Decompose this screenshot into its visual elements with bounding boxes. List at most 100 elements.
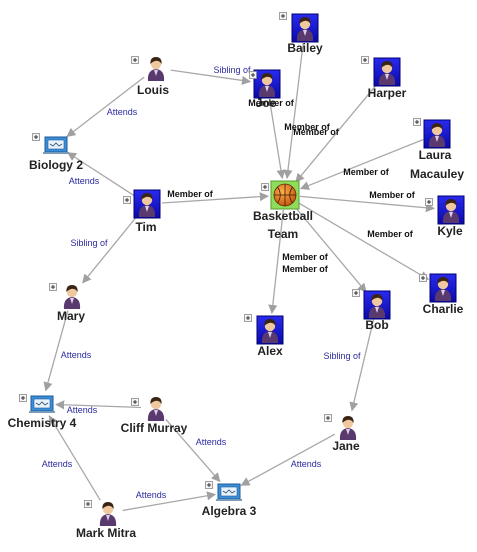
edge-label-mark-alg: Attends (136, 490, 167, 500)
node-label-cliff: Cliff Murray (121, 421, 188, 435)
expand-plus-icon[interactable] (123, 196, 131, 204)
node-label-louis: Louis (137, 83, 169, 97)
expand-plus-icon[interactable] (32, 133, 40, 141)
edge-mary-chem (43, 310, 69, 392)
person-icon (373, 57, 401, 87)
edge-cliff-chem (55, 400, 142, 410)
expand-plus-icon[interactable] (361, 56, 369, 64)
person-icon (253, 69, 281, 99)
course-icon (43, 136, 69, 154)
node-label-kyle: Kyle (437, 224, 463, 238)
node-chem[interactable]: Chemistry 4 (8, 394, 77, 431)
node-cliff[interactable]: Cliff Murray (121, 397, 188, 435)
person-icon (363, 290, 391, 320)
node-tim[interactable]: Tim (123, 189, 161, 234)
course-icon (216, 483, 242, 501)
node-label-tim: Tim (135, 220, 156, 234)
edge-louis-joe (170, 69, 252, 85)
node-bob[interactable]: Bob (352, 289, 391, 333)
expand-plus-icon[interactable] (352, 289, 360, 297)
edge-tim-team (161, 192, 269, 204)
node-label-harper: Harper (368, 86, 407, 100)
expand-plus-icon[interactable] (49, 283, 57, 291)
edge-label-louis-bio: Attends (107, 107, 138, 117)
edge-label-jane-alg: Attends (291, 459, 322, 469)
edge-label-bailey-team: Member of (284, 122, 331, 132)
edge-label-louis-joe: Sibling of (213, 65, 251, 75)
edge-label-mary-chem: Attends (61, 350, 92, 360)
edge-label-team-alex: Member of (282, 252, 329, 262)
edge-label-laura-team: Member of (343, 167, 390, 177)
node-louis[interactable]: Louis (131, 56, 170, 98)
node-label-alex: Alex (257, 344, 283, 358)
expand-plus-icon[interactable] (19, 394, 27, 402)
person-icon (437, 195, 465, 225)
node-jane[interactable]: Jane (324, 414, 360, 454)
expand-plus-icon[interactable] (205, 481, 213, 489)
node-bailey[interactable]: Bailey (279, 12, 324, 56)
edge-label-team-kyle: Member of (369, 190, 416, 200)
expand-plus-icon[interactable] (425, 198, 433, 206)
person-icon (429, 273, 457, 303)
person-icon (133, 189, 161, 219)
node-label-mary: Mary (57, 309, 85, 323)
edge-mark-alg (122, 491, 217, 512)
edge-team-charlie (297, 202, 430, 280)
basketball-icon (270, 180, 300, 210)
node-kyle[interactable]: Kyle (425, 195, 465, 238)
course-icon (29, 395, 55, 413)
node-bio[interactable]: Biology 2 (29, 133, 83, 173)
person-icon (99, 502, 117, 526)
edge-tim-bio (66, 152, 135, 197)
expand-plus-icon[interactable] (244, 314, 252, 322)
node-alg[interactable]: Algebra 3 (202, 481, 257, 519)
edge-label-cliff-alg: Attends (196, 437, 227, 447)
node-alex[interactable]: Alex (244, 314, 284, 359)
edge-label-team-charlie: Member of (367, 229, 414, 239)
edge-label-team-bob: Member of (282, 264, 329, 274)
edge-team-alex (268, 209, 284, 315)
expand-plus-icon[interactable] (419, 274, 427, 282)
edge-label-joe-team: Member of (248, 98, 295, 108)
person-icon (291, 13, 319, 43)
expand-plus-icon[interactable] (261, 183, 269, 191)
node-label-bob: Bob (365, 318, 388, 332)
node-harper[interactable]: Harper (361, 56, 407, 101)
edge-label-mark-chem: Attends (42, 459, 73, 469)
expand-plus-icon[interactable] (131, 398, 139, 406)
node-label-chem: Chemistry 4 (8, 416, 77, 430)
node-label-mark: Mark Mitra (76, 526, 136, 540)
edge-louis-bio (66, 76, 145, 138)
expand-plus-icon[interactable] (324, 414, 332, 422)
edge-label-tim-team: Member of (167, 189, 214, 199)
person-icon (147, 57, 165, 81)
edge-team-bob (294, 206, 367, 293)
expand-plus-icon[interactable] (249, 71, 257, 79)
edge-bob-jane (349, 319, 375, 412)
node-charlie[interactable]: Charlie (419, 273, 464, 316)
expand-plus-icon[interactable] (84, 500, 92, 508)
person-icon (423, 119, 451, 149)
node-mark[interactable]: Mark Mitra (76, 500, 136, 541)
node-mary[interactable]: Mary (49, 283, 86, 324)
node-label-bio: Biology 2 (29, 158, 83, 172)
expand-plus-icon[interactable] (279, 12, 287, 20)
person-icon (63, 285, 81, 309)
expand-plus-icon[interactable] (413, 118, 421, 126)
node-label-bailey: Bailey (287, 41, 323, 55)
edge-bailey-team (283, 42, 304, 180)
edge-harper-team (295, 83, 378, 183)
person-icon (339, 416, 357, 440)
edge-jane-alg (240, 433, 336, 486)
node-joe[interactable]: Joe (249, 69, 281, 110)
node-label-charlie: Charlie (423, 302, 464, 316)
expand-plus-icon[interactable] (131, 56, 139, 64)
edge-mark-chem (48, 415, 101, 501)
edge-label-tim-bio: Attends (69, 176, 100, 186)
